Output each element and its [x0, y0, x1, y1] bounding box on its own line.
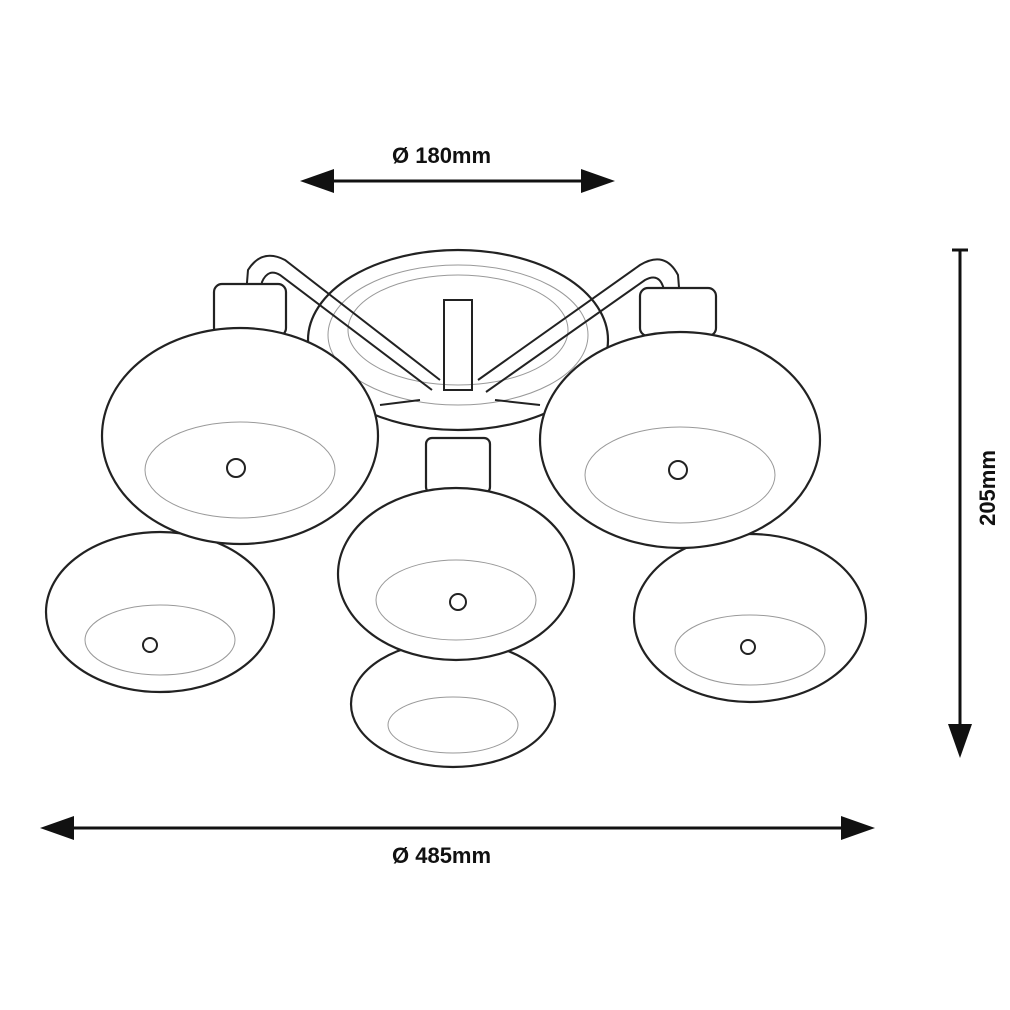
canopy — [306, 248, 610, 432]
globe-left-upper — [100, 326, 380, 546]
globe-right-upper — [538, 330, 822, 550]
canopy-diameter-label: Ø 180mm — [392, 143, 492, 168]
total-diameter-arrow — [40, 816, 875, 840]
globes — [44, 326, 868, 769]
height-label: 205mm — [975, 450, 1000, 526]
globe-left-lower — [44, 530, 276, 694]
globe-center — [336, 486, 576, 662]
height-dimension-arrow — [948, 248, 972, 758]
canopy-dimension-arrow — [300, 169, 615, 193]
globe-right-lower — [632, 532, 868, 704]
total-diameter-label: Ø 485mm — [392, 843, 492, 868]
